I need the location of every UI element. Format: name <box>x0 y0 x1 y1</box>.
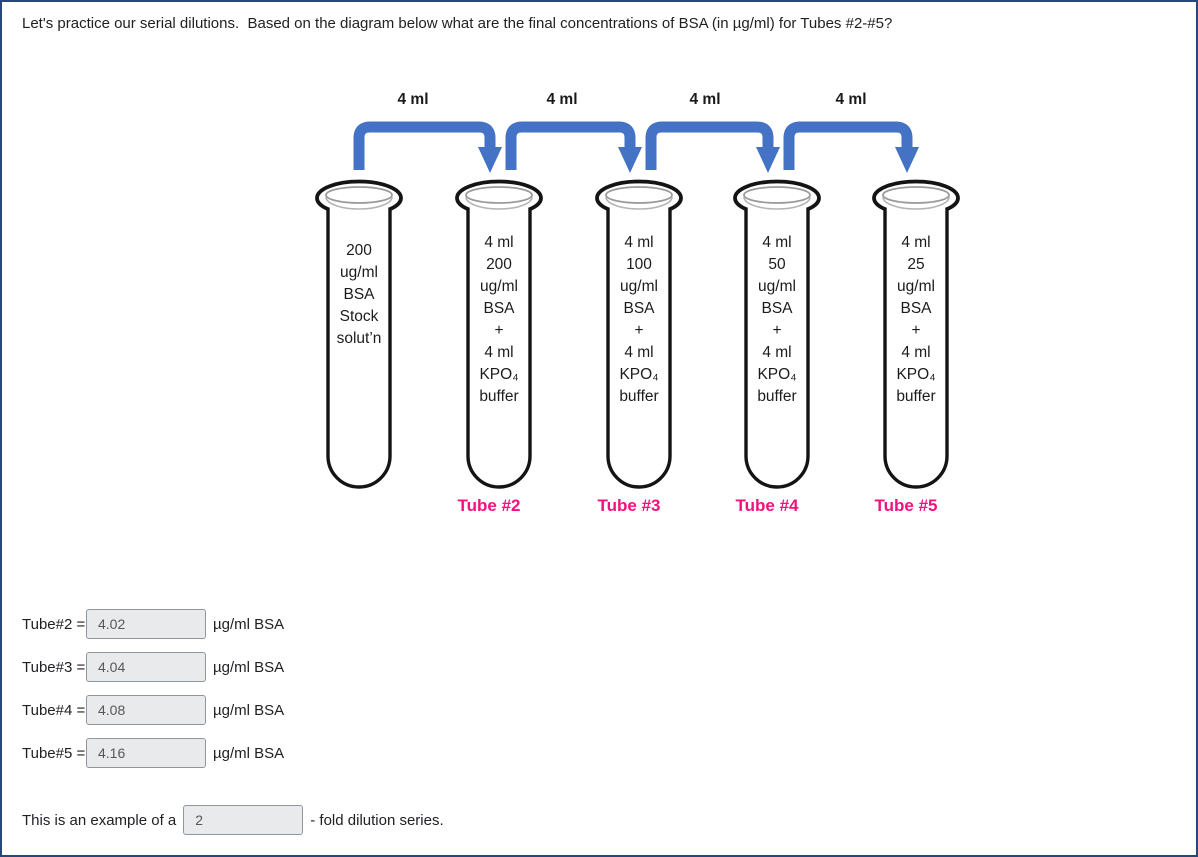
transfer-volume-label: 4 ml <box>546 91 578 108</box>
tube5-answer-input[interactable] <box>86 738 206 768</box>
fold-answer-row: This is an example of a - fold dilution … <box>22 804 444 836</box>
tube-content-line: solut’n <box>336 330 382 347</box>
tube-content-line: Stock <box>339 308 379 325</box>
transfer-arrows <box>353 121 919 173</box>
tube-caption: Tube #4 <box>735 496 799 515</box>
tube-content-line: KPO₄ <box>619 366 659 383</box>
test-tube-icon <box>733 179 821 489</box>
tube-caption: Tube #2 <box>457 496 521 515</box>
answer-unit: µg/ml BSA <box>213 658 285 676</box>
transfer-arrow-icon <box>353 121 502 173</box>
tube-4: 4 ml 50 ug/ml BSA + 4 ml KPO₄ buffer <box>732 178 822 498</box>
tube-content-line: BSA <box>343 286 375 303</box>
tube-content-line: 100 <box>626 256 652 273</box>
tube-content-line: ug/ml <box>340 264 378 281</box>
tube-5: 4 ml 25 ug/ml BSA + 4 ml KPO₄ buffer <box>871 178 961 498</box>
answer-label: Tube#5 = <box>22 744 86 762</box>
answer-row: Tube#5 = µg/ml BSA <box>22 737 284 769</box>
transfer-arrow-icon <box>783 121 919 173</box>
fold-answer-input[interactable] <box>183 805 304 835</box>
answer-label: Tube#4 = <box>22 701 86 719</box>
tube-content-line: 200 <box>486 256 512 273</box>
tube-content-line: 4 ml <box>901 234 931 251</box>
test-tube-icon <box>455 179 543 489</box>
tube-content-line: 4 ml <box>484 234 514 251</box>
tube2-answer-input[interactable] <box>86 609 206 639</box>
tube-content-line: BSA <box>623 300 655 317</box>
tube-2: 4 ml 200 ug/ml BSA + 4 ml KPO₄ buffer <box>454 178 544 498</box>
tube-content-line: + <box>634 322 644 339</box>
tube-content-line: 4 ml <box>901 344 931 361</box>
tube-content-line: buffer <box>619 388 659 405</box>
transfer-arrow-icon <box>645 121 780 173</box>
test-tube-icon <box>595 179 683 489</box>
tube-content-line: BSA <box>761 300 793 317</box>
tube-content-line: 200 <box>346 242 372 259</box>
test-tube-icon <box>872 179 960 489</box>
transfer-arrow-icon <box>505 121 642 173</box>
tube-content-line: KPO₄ <box>479 366 519 383</box>
tube-content-line: 4 ml <box>624 344 654 361</box>
test-tube-icon <box>315 179 403 489</box>
tube-contents: 4 ml 50 ug/ml BSA + 4 ml KPO₄ buffer <box>743 232 811 408</box>
fold-prefix-label: This is an example of a <box>22 811 177 829</box>
tube-content-line: 4 ml <box>624 234 654 251</box>
tube-content-line: buffer <box>757 388 797 405</box>
tube-content-line: 4 ml <box>762 234 792 251</box>
tube-content-line: + <box>911 322 921 339</box>
answer-unit: µg/ml BSA <box>213 744 285 762</box>
tube-content-line: ug/ml <box>897 278 935 295</box>
answer-label: Tube#2 = <box>22 615 86 633</box>
tube-content-line: ug/ml <box>480 278 518 295</box>
tube-content-line: ug/ml <box>758 278 796 295</box>
tube-caption: Tube #5 <box>874 496 938 515</box>
tube-content-line: buffer <box>896 388 936 405</box>
transfer-volume-label: 4 ml <box>397 91 429 108</box>
tube-caption: Tube #3 <box>597 496 661 515</box>
answer-row: Tube#3 = µg/ml BSA <box>22 651 284 683</box>
answer-row: Tube#2 = µg/ml BSA <box>22 608 284 640</box>
answer-label: Tube#3 = <box>22 658 86 676</box>
tube-content-line: BSA <box>900 300 932 317</box>
tube3-answer-input[interactable] <box>86 652 206 682</box>
tube-contents: 4 ml 25 ug/ml BSA + 4 ml KPO₄ buffer <box>882 232 950 408</box>
tube-stock: 200 ug/ml BSA Stock solut’n <box>314 178 404 498</box>
tube-content-line: 25 <box>907 256 925 273</box>
tube-content-line: buffer <box>479 388 519 405</box>
tube4-answer-input[interactable] <box>86 695 206 725</box>
answer-unit: µg/ml BSA <box>213 615 285 633</box>
tube-content-line: KPO₄ <box>757 366 797 383</box>
tube-content-line: ug/ml <box>620 278 658 295</box>
tube-content-line: + <box>494 322 504 339</box>
tube-contents: 4 ml 100 ug/ml BSA + 4 ml KPO₄ buffer <box>605 232 673 408</box>
tube-content-line: 50 <box>768 256 786 273</box>
tube-contents: 4 ml 200 ug/ml BSA + 4 ml KPO₄ buffer <box>465 232 533 408</box>
tube-content-line: BSA <box>483 300 515 317</box>
transfer-volume-label: 4 ml <box>835 91 867 108</box>
tube-contents: 200 ug/ml BSA Stock solut’n <box>325 240 393 350</box>
tube-content-line: KPO₄ <box>896 366 936 383</box>
tube-3: 4 ml 100 ug/ml BSA + 4 ml KPO₄ buffer <box>594 178 684 498</box>
answer-row: Tube#4 = µg/ml BSA <box>22 694 284 726</box>
question-title: Let's practice our serial dilutions. Bas… <box>22 15 893 32</box>
transfer-volume-label: 4 ml <box>689 91 721 108</box>
tube-content-line: + <box>772 322 782 339</box>
tube-content-line: 4 ml <box>762 344 792 361</box>
serial-dilution-diagram: 4 ml 4 ml 4 ml 4 ml 200 ug/ml BSA Stock … <box>2 2 1196 562</box>
tube-content-line: 4 ml <box>484 344 514 361</box>
answer-unit: µg/ml BSA <box>213 701 285 719</box>
fold-suffix-label: - fold dilution series. <box>310 811 444 829</box>
